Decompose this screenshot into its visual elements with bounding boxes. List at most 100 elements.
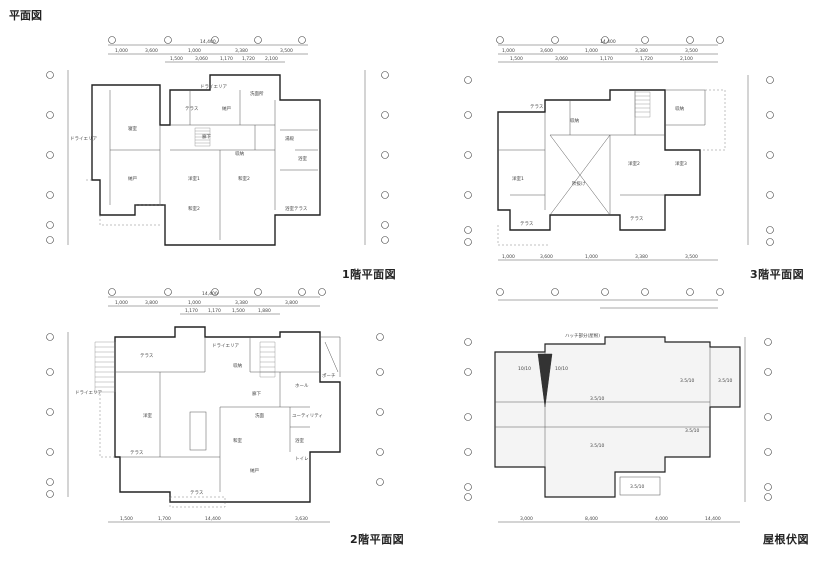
- floor1-dim: 3,600: [145, 48, 158, 54]
- roof-grid-bubbles-right: [764, 338, 772, 501]
- floor2-dim: 1,170: [185, 308, 198, 314]
- floor2-room-labels: テラス ドライエリア ドライエリア 洋室 収納 ホール ポーチ 廊下 和室 洗面…: [75, 343, 336, 496]
- floor2-dim: 1,880: [258, 308, 271, 314]
- floor2-dim: 1,500: [120, 516, 133, 522]
- floor3-room: 吹抜け: [572, 180, 586, 187]
- floor3-grid-bubbles-right: [766, 76, 774, 246]
- floor1-dim: 3,500: [280, 48, 293, 54]
- roof-dim: 8,400: [585, 516, 598, 522]
- floor2-grid-bubbles-right: [376, 333, 384, 486]
- floor1-room: 納戸: [128, 175, 137, 182]
- floor2-room: ホール: [295, 383, 309, 389]
- floor1-room: 洗面所: [250, 90, 264, 97]
- floor2-bottom-dims: 1,500 1,700 14,400 3,630: [120, 516, 308, 522]
- roof-dim: 4,000: [655, 516, 668, 522]
- floor1-dim: 1,000: [115, 48, 128, 54]
- floor2-dim: 3,630: [295, 516, 308, 522]
- floor1-dim: 1,000: [188, 48, 201, 54]
- floor2-room: トイレ: [295, 457, 309, 462]
- floor1-room: 浴室テラス: [285, 205, 308, 212]
- floor2-dim: 14,400: [205, 516, 221, 522]
- floor1-room: ドライエリア: [70, 136, 97, 142]
- floor2-dim: 3,800: [145, 300, 158, 306]
- floor1-grid-bubbles-top: [108, 36, 306, 44]
- floor3-dim: 1,000: [585, 254, 598, 260]
- floor1-dim: 1,500: [170, 56, 183, 62]
- floor1-grid-bubbles-left: [46, 71, 54, 244]
- floor3-void-cross: [549, 134, 611, 216]
- floor3-dim: 3,600: [540, 48, 553, 54]
- floor2-room: テラス: [140, 353, 154, 359]
- floor3-room: 収納: [675, 105, 684, 112]
- floor1-room: 廊下: [202, 133, 211, 140]
- roof-note: ハッチ部分(屋根): [565, 332, 600, 339]
- floor1-inner-walls: [109, 90, 318, 240]
- floor3-plan: 14,400 1,000 3,600 1,000 3,380 3,500 1,5…: [464, 36, 774, 261]
- floor1-room: 和室2: [238, 175, 250, 182]
- floor3-stair: [634, 91, 651, 118]
- roof-ridges: [495, 347, 711, 467]
- floor2-grid-bubbles-left: [46, 333, 54, 498]
- roof-slope: 3.5/10: [685, 428, 700, 434]
- floor3-top-dims: 1,000 3,600 1,000 3,380 3,500: [502, 48, 698, 54]
- floor1-total-dim: 14,400: [200, 39, 216, 45]
- floor2-top-dims: 1,000 3,800 1,000 3,380 3,800: [115, 300, 298, 306]
- floor2-caption: 2階平面図: [350, 533, 405, 546]
- floor3-room-labels: テラス 収納 洋室1 吹抜け 洋室2 洋室3 テラス テラス 収納: [512, 104, 687, 227]
- floor2-plan: 14,400 1,000 3,800 1,000 3,380 3,800 1,1…: [46, 288, 384, 523]
- floor3-dim: 1,000: [502, 254, 515, 260]
- floor3-room: 洋室3: [675, 160, 687, 167]
- floor3-dim: 1,170: [600, 56, 613, 62]
- floor3-dim: 3,500: [685, 254, 698, 260]
- floor2-top-dims-2: 1,170 1,170 1,500 1,880: [185, 308, 271, 314]
- floor1-outer-walls: [91, 74, 321, 246]
- floor2-room: 収納: [233, 362, 242, 369]
- floor2-dim: 1,700: [158, 516, 171, 522]
- roof-slope: 3.5/10: [718, 378, 733, 384]
- floor3-room: テラス: [520, 221, 534, 227]
- floor2-dim: 3,800: [285, 300, 298, 306]
- floor3-top-dims-2: 1,500 3,060 1,170 1,720 2,100: [510, 56, 693, 62]
- floor2-room: 廊下: [252, 390, 261, 397]
- roof-plan: ハッチ部分(屋根) 10/10 10/10 3.5/10 3.5/10 3.5/…: [464, 288, 772, 523]
- roof-slope: 10/10: [555, 366, 568, 372]
- floor2-dim: 3,380: [235, 300, 248, 306]
- roof-grid-bubbles-left: [464, 338, 472, 501]
- floor3-dim: 3,060: [555, 56, 568, 62]
- floor1-dim: 3,380: [235, 48, 248, 54]
- floor2-dim: 1,000: [115, 300, 128, 306]
- floor2-outer-walls: [114, 326, 341, 503]
- floor2-room: ドライエリア: [212, 343, 239, 349]
- roof-slope: 10/10: [518, 366, 531, 372]
- floor3-dim: 1,000: [585, 48, 598, 54]
- floor3-dim: 3,600: [540, 254, 553, 260]
- floor3-dim: 2,100: [680, 56, 693, 62]
- floor3-bottom-dims: 1,000 3,600 1,000 3,380 3,500: [502, 254, 698, 260]
- roof-valley-mark: [537, 353, 553, 408]
- floor2-room: ドライエリア: [75, 390, 102, 396]
- floor2-stair: [259, 341, 276, 378]
- roof-bottom-dims: 3,000 8,400 4,000 14,400: [520, 516, 721, 522]
- floor3-dim: 3,380: [635, 48, 648, 54]
- roof-outline: [494, 336, 741, 498]
- roof-grid-bubbles-top: [496, 288, 724, 296]
- floor1-grid-bubbles-right: [381, 71, 389, 244]
- floor3-grid-bubbles-top: [496, 36, 724, 44]
- roof-slope: 3.5/10: [630, 484, 645, 490]
- roof-slope-labels: 10/10 10/10 3.5/10 3.5/10 3.5/10 3.5/10 …: [518, 366, 733, 490]
- floor3-dim: 1,000: [502, 48, 515, 54]
- floor2-room: 納戸: [250, 467, 259, 474]
- floor3-total-dim: 14,400: [600, 39, 616, 45]
- roof-lower-bay: [619, 476, 661, 496]
- floor3-caption: 3階平面図: [750, 268, 805, 281]
- roof-slope: 3.5/10: [680, 378, 695, 384]
- floor1-room: 寝室: [128, 125, 137, 132]
- floor1-room: 浴室: [298, 155, 307, 162]
- floor1-dim: 1,720: [242, 56, 255, 62]
- floor3-dim: 3,500: [685, 48, 698, 54]
- floor2-room: 洋室: [143, 412, 152, 419]
- floor3-room: 洋室1: [512, 175, 524, 182]
- floor2-dim: 1,000: [188, 300, 201, 306]
- roof-dim: 3,000: [520, 516, 533, 522]
- floor3-grid-bubbles-left: [464, 76, 472, 246]
